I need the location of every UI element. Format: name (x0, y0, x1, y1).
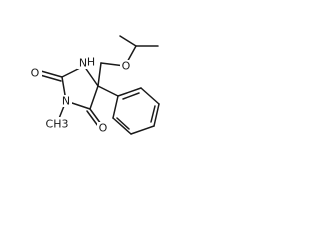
bond-ph-inner-a (122, 92, 140, 100)
bond-ph-6-1 (112, 95, 119, 119)
bond-ph-2-3 (140, 87, 160, 105)
bond-ph-3-4 (153, 103, 160, 127)
bonds (39, 35, 160, 135)
atom-labels: H N N O O O CH3 (30, 56, 132, 135)
bond-c2-o2-b (39, 74, 62, 82)
bond-ch-me1 (119, 35, 137, 47)
bond-c4-c5 (89, 85, 99, 110)
atom-label-methyl: CH3 (46, 118, 69, 131)
atom-label-n1: N (79, 57, 87, 70)
atom-label-o4: O (99, 122, 108, 135)
bond-c5-ph (97, 85, 119, 97)
atom-label-o-ether: O (122, 60, 131, 73)
atom-label-h: H (87, 56, 95, 69)
bond-ph-1-2 (117, 87, 142, 97)
bond-ph-inner-b (150, 105, 156, 123)
bond-c5-n1 (83, 65, 99, 87)
bond-c5-ch2 (97, 62, 102, 87)
bond-ph-4-5 (130, 125, 155, 135)
bond-ph-5-6 (112, 117, 132, 135)
bond-c2-o2-a (40, 70, 63, 78)
bond-c4-o4-b (86, 110, 99, 127)
bond-ph-inner-c (116, 117, 130, 130)
bond-c4-o4-a (89, 108, 102, 125)
atom-label-n3: N (62, 95, 70, 108)
structure-diagram: H N N O O O CH3 (30, 35, 160, 135)
atom-label-o2: O (31, 67, 40, 80)
